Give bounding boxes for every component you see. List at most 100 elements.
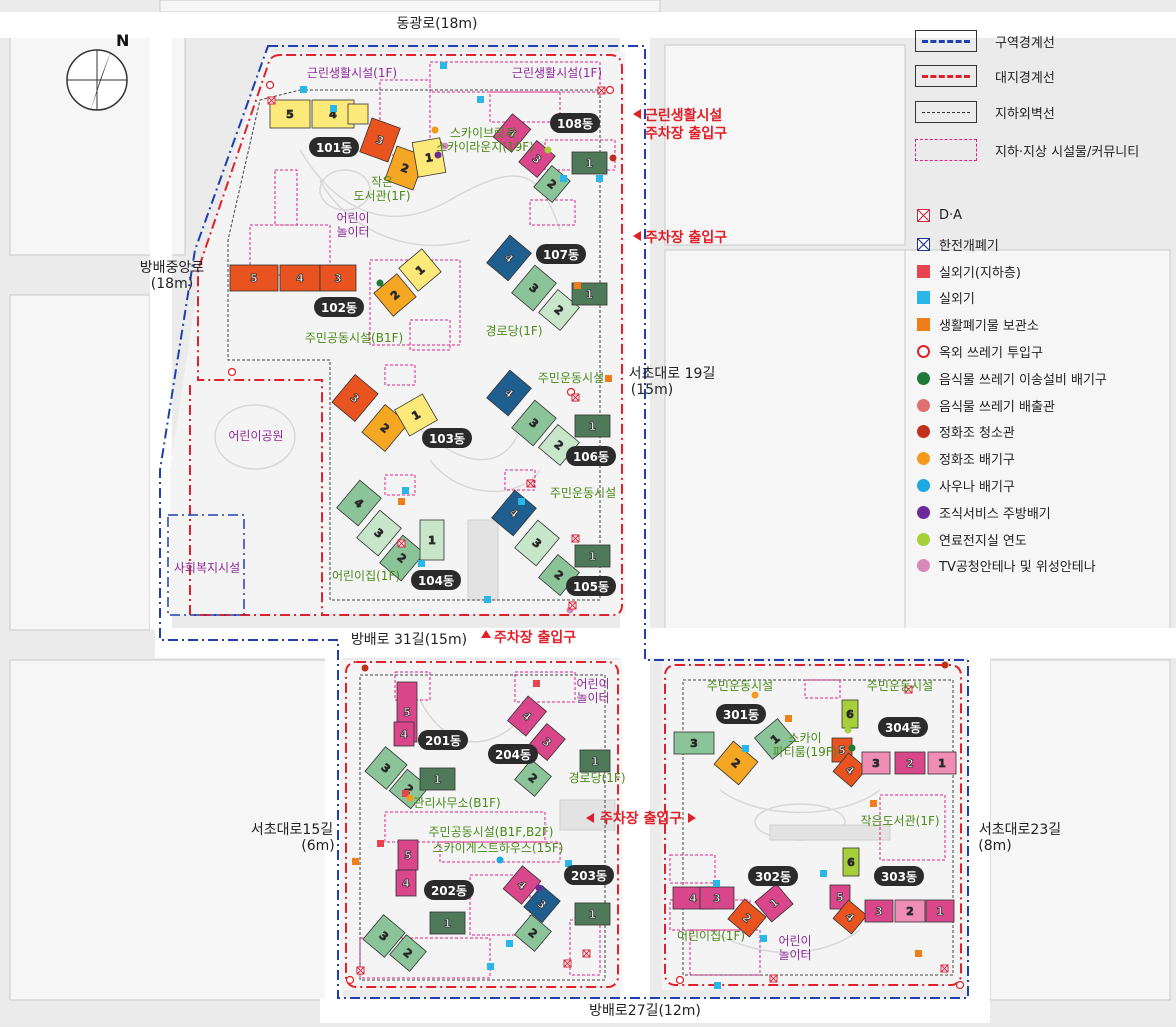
map-marker-dot [496,856,504,864]
building-wing: 3 [356,509,402,557]
building-wing: 1 [419,767,456,791]
legend-marker-item: 생활폐기물 보관소 [917,315,1039,334]
entrance-parking-middle: 주차장 출입구 [494,629,576,646]
building-number-badge: 102동 [314,297,364,317]
map-marker-ring [345,975,355,985]
legend-line-label: 대지경계선 [995,70,1055,86]
facility-label: 어린이집(1F) [332,569,400,583]
building-wing: 2 [894,899,926,923]
building-wing: 2 [389,934,427,972]
facility-label: 도서관(1F) [353,189,410,203]
map-marker-square [402,790,409,797]
d-a-box-icon [526,479,535,488]
legend-line-swatch [915,101,977,123]
facility-label: 근린생활시설(1F) [512,66,602,80]
legend-marker-item: 실외기 [917,288,975,307]
building-number-badge: 106동 [566,446,616,466]
map-marker-dot [535,884,543,892]
map-marker-square [870,800,877,807]
map-marker-square [714,982,721,989]
building-wing: 1 [754,883,794,923]
entrance-commercial-2: 주차장 출입구 [645,125,727,142]
map-marker-dot [848,744,856,752]
facility-label: 주민운동시설 [550,486,616,500]
legend-marker-item: 한전개폐기 [917,235,999,254]
legend-dot-icon [917,452,930,466]
legend-marker-label: 조식서비스 주방배기 [939,506,1051,522]
building-wing: 3 [511,399,557,447]
road-label-lower-right-2: (8m) [978,838,1011,854]
building-wing: 4 [502,865,542,905]
facility-label: 주민공동시설(B1F) [305,331,403,345]
building-wing: 2 [379,534,425,582]
map-marker-dot [844,726,852,734]
building-wing: 4 [336,479,382,527]
wing-floor-label: 3 [334,272,342,285]
map-marker-dot [361,664,369,672]
facility-label: 어린이 [576,677,609,691]
building-number-badge: 202동 [424,880,474,900]
building-wing: 5 [397,839,419,871]
facility-label: 주민공동시설(B1F,B2F) [429,825,554,839]
building-number-badge: 301동 [716,704,766,724]
building-wing: 3 [362,914,406,958]
building-number-badge: 201동 [418,730,468,750]
legend-dot-icon [917,532,930,546]
d-a-box-icon [267,96,276,105]
svg-text:302동: 302동 [755,870,791,884]
building-number-badge: 304동 [878,717,928,737]
map-marker-square [398,498,405,505]
d-a-box-icon [597,86,606,95]
building-wing: 3 [673,731,715,755]
legend-ring-icon [917,345,930,358]
facility-label: 주민운동시설 [867,679,933,693]
wing-floor-label: 1 [444,917,452,930]
d-a-box-icon [904,685,913,694]
facility-label: 놀이터 [778,948,811,962]
building-wing: 1 [574,414,611,438]
map-marker-square [300,86,307,93]
map-marker-square [402,487,409,494]
building-wing: 2 [361,404,409,452]
facility-label: 파티룸(19F) [773,745,838,759]
road-label-right-1: 서초대로 19길 [629,366,716,382]
legend-marker-item: D·A [917,208,962,223]
building-wing: 3 [319,264,357,292]
building-wing: 4 [486,234,532,282]
wing-floor-label: 4 [402,877,410,890]
map-marker-square [418,560,425,567]
d-a-box-icon [397,539,406,548]
building-wing: 1 [571,151,608,175]
legend-dot-icon [917,371,930,385]
legend-line-item: 지하외벽선 [915,101,1055,123]
wing-floor-label: 4 [296,272,304,285]
svg-text:104동: 104동 [418,574,454,588]
building-wing: 2 [514,759,552,797]
map-marker-square [518,498,525,505]
building-wing: 4 [491,489,537,537]
building-wing: 4 [506,695,548,737]
svg-text:203동: 203동 [571,869,607,883]
legend-marker-label: 옥외 쓰레기 투입구 [939,346,1043,361]
compass-label: N [116,31,129,50]
facility-label: 주민운동시설 [707,679,773,693]
north-compass: N [66,31,129,112]
wing-floor-label: 5 [286,108,294,121]
legend-line-item: 지하·지상 시설물/커뮤니티 [915,139,1139,161]
building-wing: 5 [269,99,311,129]
map-marker-ring [605,85,615,95]
d-a-box-icon [571,534,580,543]
d-a-box-icon [582,949,591,958]
map-marker-square [506,940,513,947]
wing-floor-label: 2 [906,757,914,770]
building-number-badge: 104동 [411,570,461,590]
legend-marker-item: 연료전지실 연도 [917,530,1027,549]
road-label-left-1: 방배중앙로 [140,260,205,276]
d-a-box-icon [563,959,572,968]
building-wing: 3 [523,884,561,924]
building-wing: 1 [398,248,442,292]
wing-floor-label: 4 [689,892,697,905]
legend-marker-item: 정화조 청소관 [917,422,1015,441]
building-wing: 4 [486,369,532,417]
legend-marker-item: 실외기(지하층) [917,262,1021,281]
